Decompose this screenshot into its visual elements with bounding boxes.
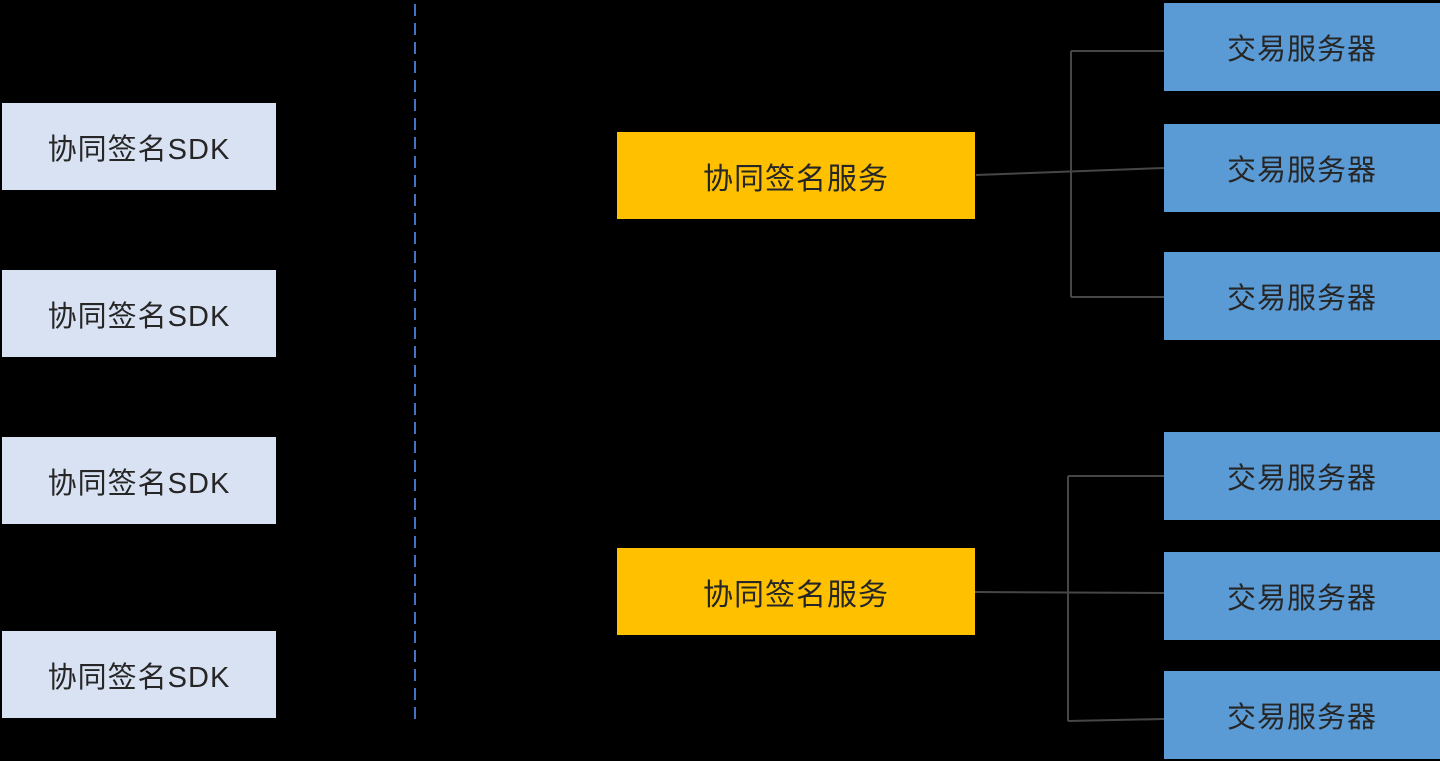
sdk-box-1: 协同签名SDK	[2, 103, 276, 190]
server-box-4: 交易服务器	[1164, 432, 1440, 520]
server-box-5: 交易服务器	[1164, 552, 1440, 640]
server-box-1: 交易服务器	[1164, 3, 1440, 91]
server-box-2: 交易服务器	[1164, 124, 1440, 212]
connector-bottom-service-to-server5	[974, 591, 1165, 594]
service-box-1: 协同签名服务	[617, 132, 975, 219]
sdk-box-2: 协同签名SDK	[2, 270, 276, 357]
sdk-box-3: 协同签名SDK	[2, 437, 276, 524]
server-box-6: 交易服务器	[1164, 671, 1440, 759]
server-box-3: 交易服务器	[1164, 252, 1440, 340]
sdk-box-4: 协同签名SDK	[2, 631, 276, 718]
connector-bottom-branch-server6	[1067, 718, 1165, 722]
service-box-2: 协同签名服务	[617, 548, 975, 635]
